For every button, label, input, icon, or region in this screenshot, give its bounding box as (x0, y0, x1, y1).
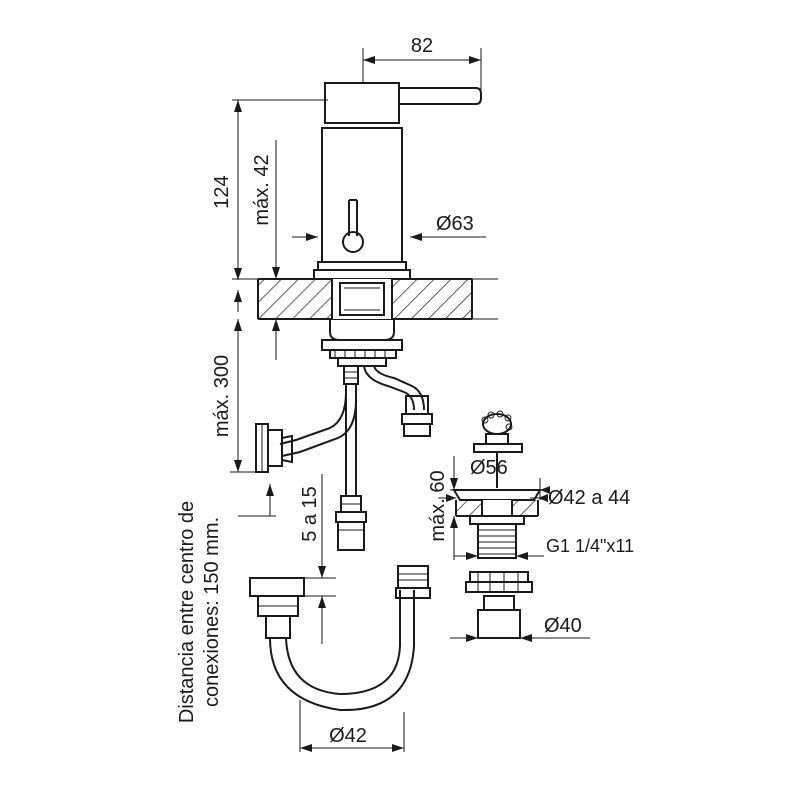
label-max-42: máx. 42 (251, 154, 273, 225)
drain-trap (249, 565, 431, 712)
dimension-lines (230, 48, 590, 752)
faucet-handle-cap (324, 82, 400, 124)
fixing-nut-assembly (321, 319, 403, 367)
faucet-base-flange (317, 261, 407, 271)
spout-outlet (342, 231, 364, 253)
label-diam-42-44: Ø42 a 44 (548, 487, 630, 509)
connection-note: Distancia entre centro de conexiones: 15… (176, 501, 223, 723)
label-diam-63: Ø63 (436, 213, 474, 235)
note-line-2: conexiones: 150 mm. (201, 517, 223, 707)
label-diam-42: Ø42 (329, 725, 367, 747)
faucet-lever (399, 87, 482, 105)
popup-waste-assembly (452, 410, 542, 639)
label-diam-56: Ø56 (470, 457, 508, 479)
dimension-labels: 82 124 máx. 42 Ø63 máx. 300 5 a 15 máx. … (211, 35, 634, 747)
supply-hoses (255, 365, 433, 551)
countertop-section (257, 278, 498, 320)
label-max-300: máx. 300 (211, 355, 233, 437)
label-thread-g1: G1 1/4"x11 (546, 536, 634, 556)
label-5-a-15: 5 a 15 (299, 486, 321, 542)
label-124: 124 (211, 175, 233, 208)
label-diam-40: Ø40 (544, 615, 582, 637)
label-max-60: máx. 60 (427, 470, 449, 541)
label-82: 82 (411, 35, 433, 57)
faucet-body (313, 82, 482, 280)
note-line-1: Distancia entre centro de (176, 501, 198, 723)
